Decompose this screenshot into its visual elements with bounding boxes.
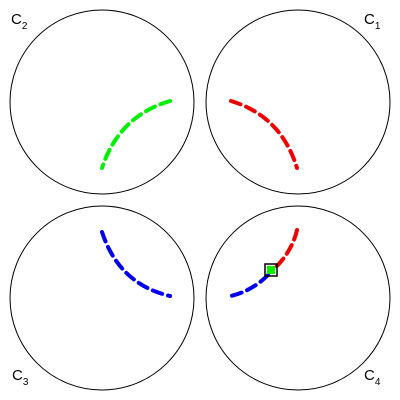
circle-c2 <box>9 9 195 195</box>
intersection-marker <box>264 263 278 277</box>
arc-c2-green <box>100 99 172 170</box>
label-c1: C1 <box>364 11 381 32</box>
arc-c4-red <box>271 228 299 272</box>
label-c2: C2 <box>11 11 28 32</box>
circle-c1 <box>205 9 391 195</box>
arc-c1-red <box>229 99 299 170</box>
label-c3: C3 <box>12 367 29 388</box>
intersection-marker-fill <box>267 266 275 274</box>
arc-c3-blue <box>100 230 172 298</box>
arc-c4-blue <box>229 273 270 298</box>
circle-c3 <box>9 205 195 391</box>
circle-c4 <box>205 205 391 391</box>
label-c4: C4 <box>364 367 381 388</box>
